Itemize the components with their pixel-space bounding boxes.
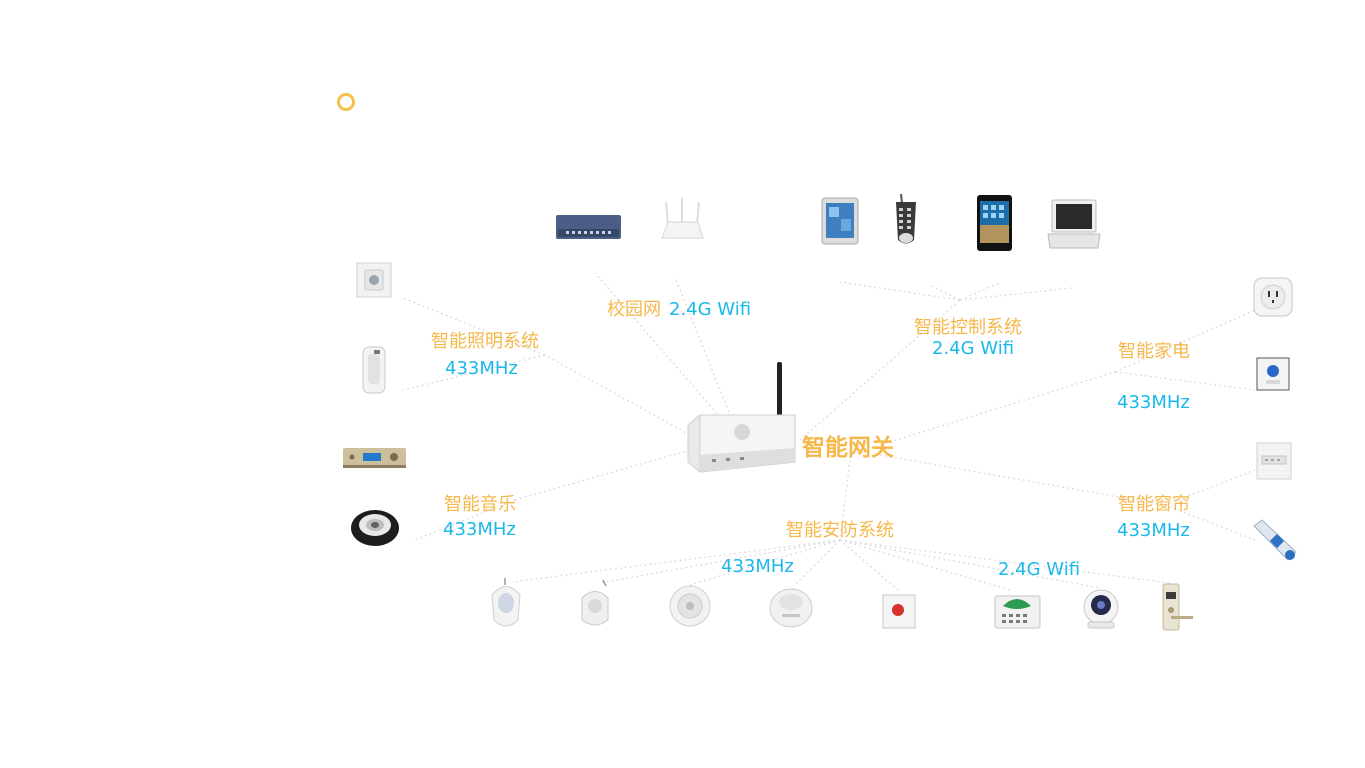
curtain-motor-icon bbox=[1253, 519, 1297, 561]
smoke-detector-icon bbox=[669, 585, 711, 627]
gateway-router-icon bbox=[687, 362, 796, 473]
laptop-icon bbox=[1047, 199, 1101, 249]
security-protocol-433: 433MHz bbox=[721, 556, 794, 577]
curtain-protocol: 433MHz bbox=[1117, 520, 1190, 541]
wall-motion-sensor-icon bbox=[581, 579, 609, 626]
security-protocol-wifi: 2.4G Wifi bbox=[998, 559, 1081, 580]
gas-detector-icon bbox=[769, 588, 813, 628]
campus-network-protocol: 2.4G Wifi bbox=[669, 299, 752, 320]
alarm-keypad-icon bbox=[994, 595, 1041, 629]
curtain-switch-panel-icon bbox=[1256, 442, 1292, 480]
smart-plug-icon bbox=[1253, 277, 1293, 317]
wireless-router-icon bbox=[661, 198, 704, 239]
security-system-label: 智能安防系统 bbox=[786, 520, 894, 541]
network-switch-icon bbox=[556, 215, 621, 239]
ceiling-speaker-icon bbox=[351, 510, 399, 546]
remote-control-icon bbox=[896, 193, 916, 244]
control-system-protocol: 2.4G Wifi bbox=[932, 338, 1015, 359]
dimmer-switch-icon bbox=[356, 262, 392, 298]
smartphone-icon bbox=[977, 195, 1012, 251]
emergency-button-icon bbox=[882, 594, 916, 629]
gateway-label: 智能网关 bbox=[802, 435, 894, 461]
connector-lines bbox=[402, 272, 1256, 591]
wall-socket-panel-icon bbox=[1256, 357, 1290, 391]
audio-amplifier-icon bbox=[343, 448, 406, 468]
appliance-label: 智能家电 bbox=[1118, 341, 1190, 362]
curtain-label: 智能窗帘 bbox=[1118, 494, 1190, 515]
ip-camera-icon bbox=[1083, 589, 1119, 629]
music-label: 智能音乐 bbox=[444, 494, 516, 515]
lighting-system-label: 智能照明系统 bbox=[431, 331, 539, 352]
tablet-icon bbox=[821, 197, 859, 245]
control-system-label: 智能控制系统 bbox=[914, 317, 1022, 338]
light-switch-icon bbox=[362, 346, 386, 394]
appliance-protocol: 433MHz bbox=[1117, 392, 1190, 413]
music-protocol: 433MHz bbox=[443, 519, 516, 540]
smart-door-lock-icon bbox=[1162, 583, 1193, 631]
lighting-system-protocol: 433MHz bbox=[445, 358, 518, 379]
pir-motion-sensor-icon bbox=[491, 578, 521, 627]
campus-network-label: 校园网 bbox=[607, 299, 661, 320]
decorative-ring-icon bbox=[337, 93, 355, 111]
